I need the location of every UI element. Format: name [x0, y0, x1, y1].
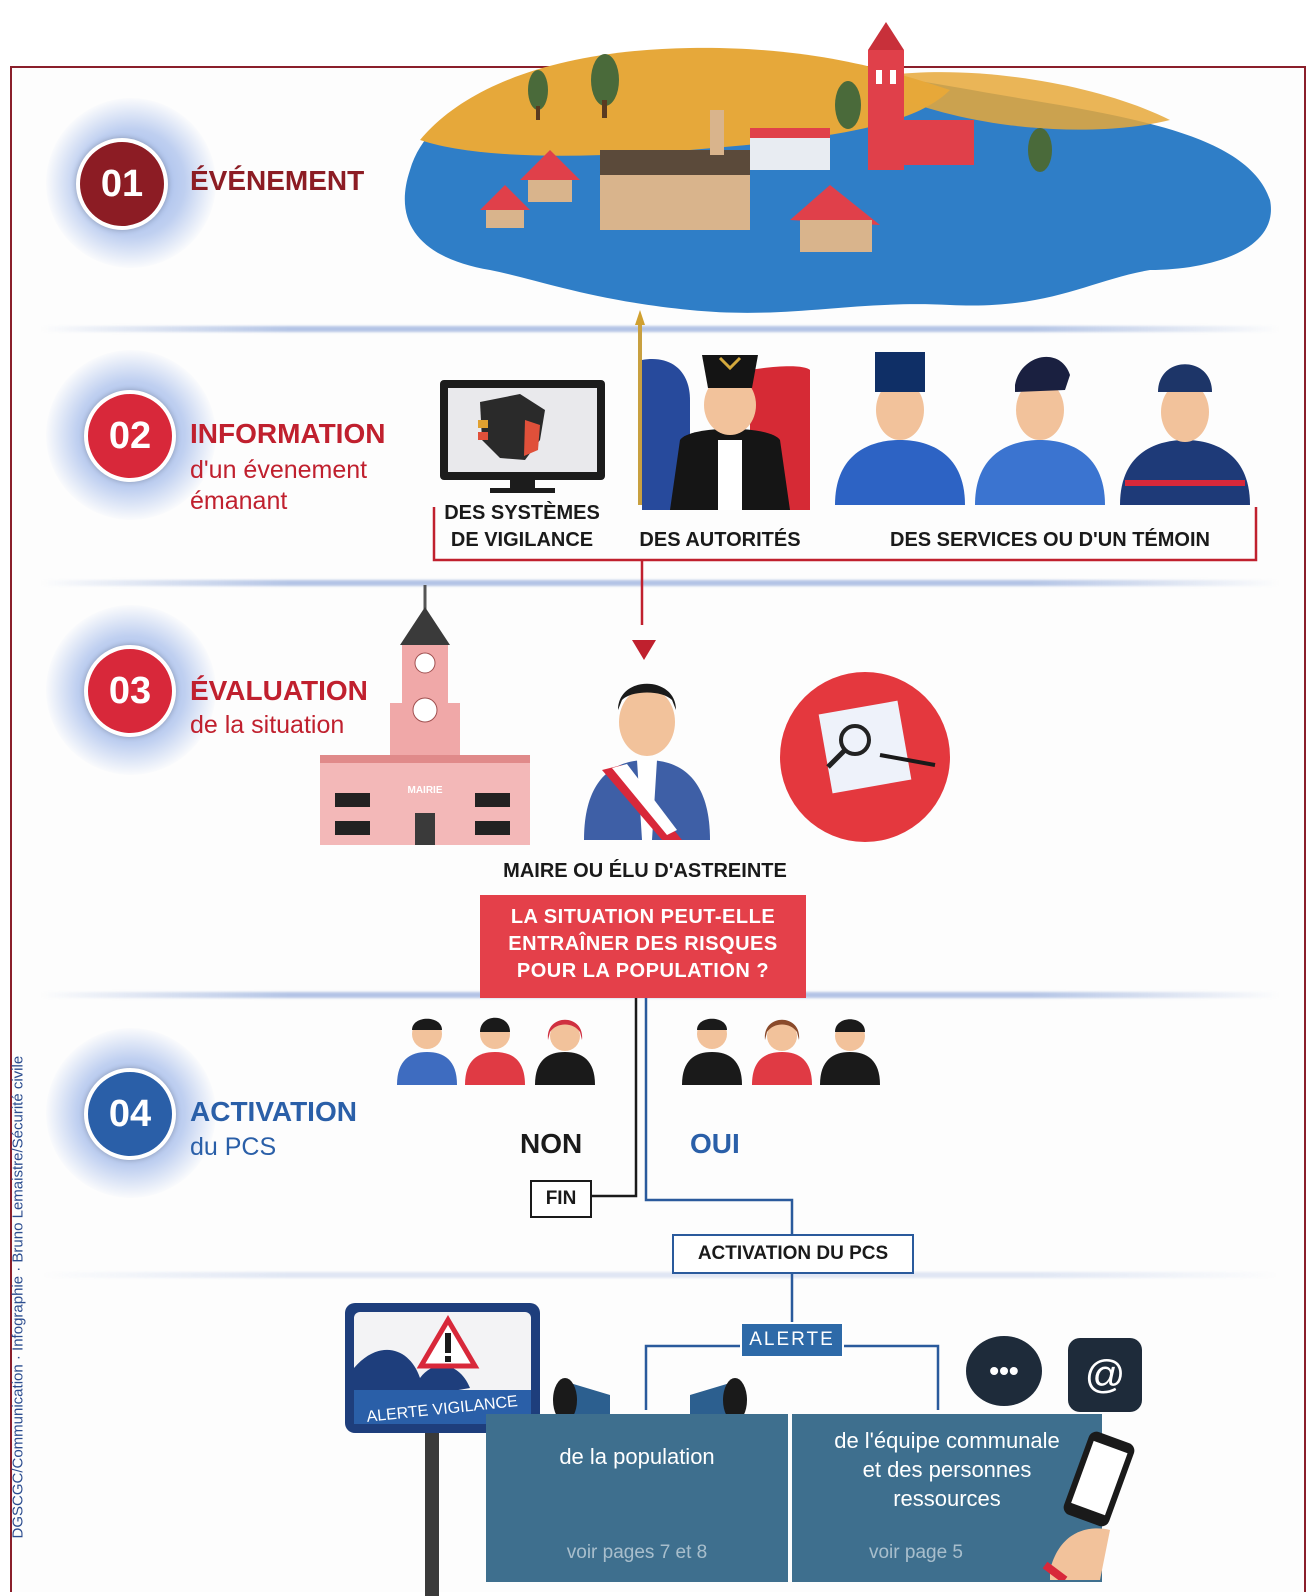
section-separator — [40, 326, 1280, 332]
step-number-02: 02 — [84, 390, 176, 482]
risk-question-box: LA SITUATION PEUT-ELLE ENTRAÎNER DES RIS… — [480, 895, 806, 998]
section-separator — [40, 1272, 1280, 1278]
analysis-magnifier-icon — [780, 672, 950, 842]
megaphone-icons — [553, 1378, 747, 1425]
mayor-icon — [584, 683, 710, 840]
step-subtitle-line1: de la situation — [190, 711, 345, 739]
step-title-evenement: ÉVÉNEMENT — [190, 165, 365, 196]
team-alert-panel: de l'équipe communale et des personnes r… — [792, 1414, 1102, 1582]
population-page-ref: voir pages 7 et 8 — [566, 1542, 708, 1563]
town-hall-icon: MAIRIE — [320, 585, 530, 845]
services-witness-icons — [835, 352, 1250, 505]
person-icon — [820, 1019, 880, 1085]
team-page-ref: voir page 5 — [868, 1542, 963, 1563]
step-title-evaluation: ÉVALUATION — [190, 675, 368, 706]
person-icon — [535, 1019, 595, 1085]
label-vigilance-line1: DES SYSTÈMES — [444, 502, 600, 524]
label-services: DES SERVICES OU D'UN TÉMOIN — [890, 529, 1210, 551]
gendarme-icon — [835, 352, 965, 505]
label-vigilance-line2: DE VIGILANCE — [450, 529, 594, 551]
person-icon — [752, 1019, 812, 1085]
sources-bracket — [432, 507, 1258, 625]
team-line1: de l'équipe communale — [834, 1428, 1060, 1453]
police-icon — [975, 356, 1105, 505]
question-line1: LA SITUATION PEUT-ELLE — [510, 906, 776, 928]
pcs-activation-box: ACTIVATION DU PCS — [672, 1234, 914, 1274]
team-line2: et des personnes — [862, 1457, 1032, 1482]
firefighter-icon — [1120, 364, 1250, 505]
team-line3: ressources — [893, 1486, 1001, 1511]
team-label: de l'équipe communale et des personnes r… — [792, 1426, 1102, 1513]
step-number-04: 04 — [84, 1068, 176, 1160]
label-authorities: DES AUTORITÉS — [639, 529, 801, 551]
alert-box: ALERTE — [740, 1322, 844, 1358]
flood-illustration — [404, 22, 1271, 313]
population-label: de la population — [559, 1444, 715, 1469]
authority-prefect-icon — [635, 310, 810, 510]
population-people-icons — [397, 1017, 880, 1085]
mayor-label: MAIRE OU ÉLU D'ASTREINTE — [503, 860, 787, 882]
step-subtitle-line1: d'un évenement — [190, 456, 368, 484]
step-title-activation: ACTIVATION — [190, 1096, 357, 1127]
decision-no-label: NON — [520, 1128, 583, 1159]
arrow-down-icon — [632, 640, 656, 660]
vigilance-screen-icon — [440, 380, 605, 493]
step-number-03: 03 — [84, 645, 176, 737]
person-icon — [465, 1017, 525, 1085]
person-icon — [397, 1018, 457, 1085]
town-hall-sign: MAIRIE — [408, 785, 443, 796]
question-line2: ENTRAÎNER DES RISQUES — [508, 933, 778, 955]
question-line3: POUR LA POPULATION ? — [516, 960, 770, 982]
person-icon — [682, 1018, 742, 1085]
step-number-01: 01 — [76, 138, 168, 230]
population-alert-panel: de la population voir pages 7 et 8 — [486, 1414, 788, 1582]
smartphone-icon — [1042, 1431, 1135, 1580]
section-separator — [40, 580, 1280, 586]
step-title-information: INFORMATION — [190, 418, 386, 449]
step-subtitle-line1: du PCS — [190, 1133, 277, 1161]
end-box: FIN — [530, 1180, 592, 1218]
decision-yes-label: OUI — [690, 1128, 740, 1159]
chat-bubble-icon: ••• — [966, 1336, 1042, 1406]
step-subtitle-line2: émanant — [190, 487, 288, 515]
email-at-icon: @ — [1068, 1338, 1142, 1412]
